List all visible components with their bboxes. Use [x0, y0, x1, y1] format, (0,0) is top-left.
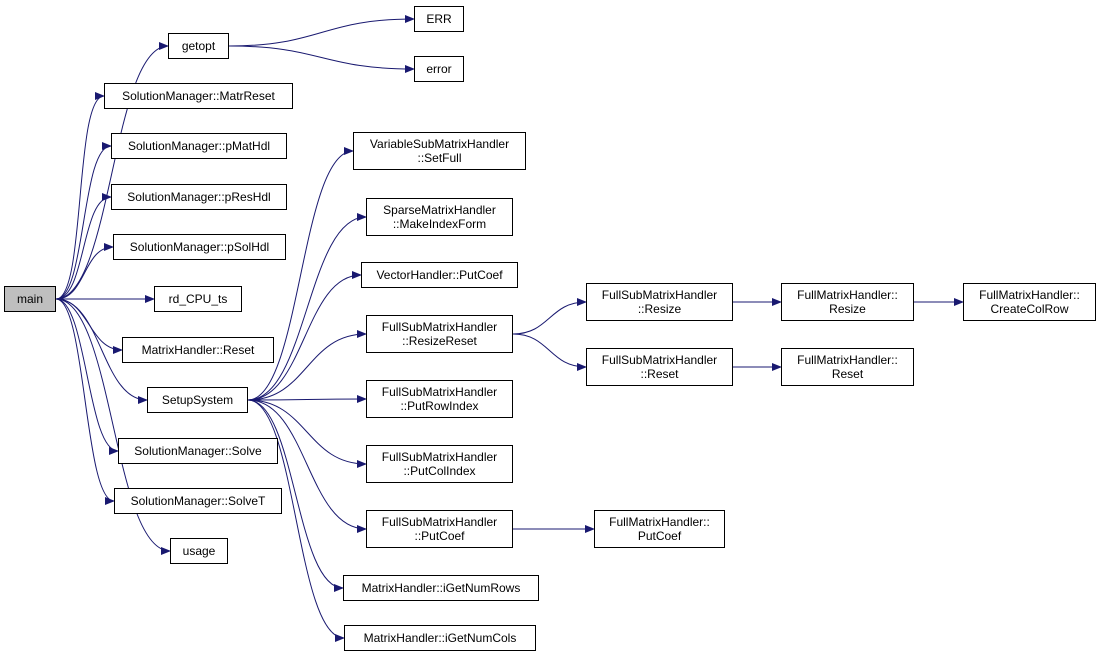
node-label-line: MatrixHandler::iGetNumCols — [363, 631, 517, 645]
node-label-line: SolutionManager::Solve — [134, 444, 262, 458]
node-fsmh-putrowindex[interactable]: FullSubMatrixHandler::PutRowIndex — [366, 380, 513, 418]
node-mh-igetnumrows[interactable]: MatrixHandler::iGetNumRows — [343, 575, 539, 601]
node-matr-reset[interactable]: SolutionManager::MatrReset — [104, 83, 293, 109]
node-fsmh-putcoef[interactable]: FullSubMatrixHandler::PutCoef — [366, 510, 513, 548]
node-label-line: FullMatrixHandler:: — [609, 515, 710, 529]
edge-main-to-psolhdl — [55, 243, 114, 300]
node-label-line: ::PutColIndex — [403, 464, 476, 478]
node-label-line: getopt — [181, 39, 216, 53]
edge-getopt-to-error — [228, 45, 415, 73]
node-err[interactable]: ERR — [414, 6, 464, 32]
node-pmathdl[interactable]: SolutionManager::pMatHdl — [111, 133, 287, 159]
node-label-line: SetupSystem — [161, 393, 234, 407]
node-label-line: FullSubMatrixHandler — [381, 320, 498, 334]
node-usage[interactable]: usage — [170, 538, 228, 564]
edge-setupsystem-to-mh_igetnumrows — [247, 399, 344, 592]
edge-main-to-getopt — [55, 42, 169, 300]
node-mh-reset[interactable]: MatrixHandler::Reset — [122, 337, 274, 363]
node-label-line: error — [426, 62, 452, 76]
node-label-line: MatrixHandler::iGetNumRows — [361, 581, 521, 595]
edge-main-to-solvet — [55, 298, 115, 505]
node-psolhdl[interactable]: SolutionManager::pSolHdl — [113, 234, 286, 260]
node-label-line: Resize — [829, 302, 866, 316]
node-label-line: ::SetFull — [417, 151, 462, 165]
edge-setupsystem-to-smh_makeindexform — [247, 213, 367, 401]
node-label-line: VectorHandler::PutCoef — [376, 268, 503, 282]
node-label-line: Reset — [831, 367, 864, 381]
node-mh-igetnumcols[interactable]: MatrixHandler::iGetNumCols — [344, 625, 536, 651]
node-label-line: SolutionManager::pMatHdl — [127, 139, 271, 153]
edge-setupsystem-to-fsmh_putrowindex — [247, 395, 367, 404]
node-label-line: FullSubMatrixHandler — [601, 353, 718, 367]
edge-setupsystem-to-mh_igetnumcols — [247, 399, 345, 642]
edge-setupsystem-to-fsmh_putcolindex — [247, 399, 367, 468]
edge-fsmh_resizereset-to-fsmh_reset — [512, 333, 587, 371]
node-rd-cpu-ts[interactable]: rd_CPU_ts — [154, 286, 242, 312]
edge-main-to-usage — [55, 298, 171, 555]
edge-setupsystem-to-fsmh_resizereset — [247, 330, 367, 401]
node-label-line: SolutionManager::pResHdl — [127, 190, 271, 204]
node-fsmh-reset[interactable]: FullSubMatrixHandler::Reset — [586, 348, 733, 386]
node-solve[interactable]: SolutionManager::Solve — [118, 438, 278, 464]
edge-getopt-to-err — [228, 15, 415, 47]
node-label-line: main — [16, 292, 43, 306]
node-fmh-putcoef[interactable]: FullMatrixHandler::PutCoef — [594, 510, 725, 548]
node-label-line: rd_CPU_ts — [168, 292, 228, 306]
node-fsmh-resizereset[interactable]: FullSubMatrixHandler::ResizeReset — [366, 315, 513, 353]
edge-main-to-setupsystem — [55, 298, 148, 404]
node-label-line: SolutionManager::SolveT — [130, 494, 266, 508]
edge-main-to-solve — [55, 298, 119, 455]
node-label-line: FullSubMatrixHandler — [381, 450, 498, 464]
node-fmh-reset[interactable]: FullMatrixHandler::Reset — [781, 348, 914, 386]
node-label-line: MatrixHandler::Reset — [141, 343, 255, 357]
node-label-line: SparseMatrixHandler — [383, 203, 496, 217]
node-label-line: ::Resize — [637, 302, 682, 316]
node-main: main — [4, 286, 56, 312]
node-presHdl[interactable]: SolutionManager::pResHdl — [111, 184, 287, 210]
node-label-line: VariableSubMatrixHandler — [369, 137, 510, 151]
edge-main-to-pmathdl — [55, 142, 112, 300]
node-label-line: ::MakeIndexForm — [392, 217, 487, 231]
edge-setupsystem-to-vsmh_setfull — [247, 147, 354, 401]
node-label-line: usage — [182, 544, 216, 558]
node-fsmh-putcolindex[interactable]: FullSubMatrixHandler::PutColIndex — [366, 445, 513, 483]
node-label-line: ::Reset — [640, 367, 679, 381]
node-label-line: FullMatrixHandler:: — [797, 353, 898, 367]
node-label-line: ERR — [426, 12, 452, 26]
node-label-line: FullSubMatrixHandler — [601, 288, 718, 302]
node-label-line: FullMatrixHandler:: — [979, 288, 1080, 302]
node-label-line: FullSubMatrixHandler — [381, 385, 498, 399]
node-fmh-resize[interactable]: FullMatrixHandler::Resize — [781, 283, 914, 321]
node-label-line: PutCoef — [637, 529, 682, 543]
node-label-line: SolutionManager::MatrReset — [122, 89, 275, 103]
edge-main-to-matr_reset — [55, 92, 105, 300]
node-getopt[interactable]: getopt — [168, 33, 229, 59]
node-setupsystem[interactable]: SetupSystem — [147, 387, 248, 413]
node-label-line: SolutionManager::pSolHdl — [129, 240, 270, 254]
node-label-line: FullSubMatrixHandler — [381, 515, 498, 529]
node-label-line: ::PutRowIndex — [400, 399, 479, 413]
edge-setupsystem-to-vh_putcoef — [247, 271, 362, 401]
node-vsmh-setfull[interactable]: VariableSubMatrixHandler::SetFull — [353, 132, 526, 170]
edge-main-to-presHdl — [55, 193, 112, 300]
node-label-line: FullMatrixHandler:: — [797, 288, 898, 302]
node-label-line: ::ResizeReset — [402, 334, 477, 348]
edge-fsmh_resizereset-to-fsmh_resize — [512, 298, 587, 335]
node-fsmh-resize[interactable]: FullSubMatrixHandler::Resize — [586, 283, 733, 321]
node-smh-makeindexform[interactable]: SparseMatrixHandler::MakeIndexForm — [366, 198, 513, 236]
node-label-line: ::PutCoef — [414, 529, 465, 543]
edge-setupsystem-to-fsmh_putcoef — [247, 399, 367, 533]
node-label-line: CreateColRow — [990, 302, 1069, 316]
node-solvet[interactable]: SolutionManager::SolveT — [114, 488, 282, 514]
node-vh-putcoef[interactable]: VectorHandler::PutCoef — [361, 262, 518, 288]
node-fmh-createcolrow[interactable]: FullMatrixHandler::CreateColRow — [963, 283, 1096, 321]
node-error[interactable]: error — [414, 56, 464, 82]
